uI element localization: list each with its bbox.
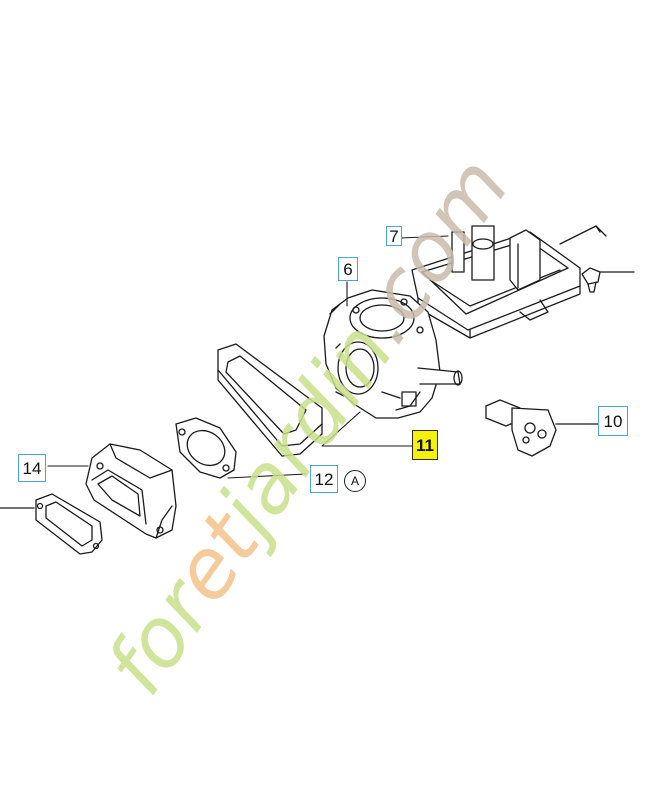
callout-12: 12 [310, 465, 338, 493]
flange-gasket [0, 493, 103, 555]
leader-lines [47, 235, 449, 479]
valve-part [485, 399, 599, 457]
detail-marker-a: A [344, 470, 366, 492]
callout-7: 7 [386, 226, 402, 246]
air-filter-housing [411, 225, 607, 339]
callout-10: 10 [598, 406, 628, 436]
screw [581, 267, 635, 293]
callout-11: 11 [412, 430, 438, 460]
callout-14: 14 [18, 454, 46, 482]
round-gasket [175, 417, 237, 479]
intake-frame-gasket [217, 343, 323, 457]
carburetor [323, 289, 463, 419]
intake-flange [85, 443, 177, 539]
callout-6: 6 [338, 257, 358, 281]
